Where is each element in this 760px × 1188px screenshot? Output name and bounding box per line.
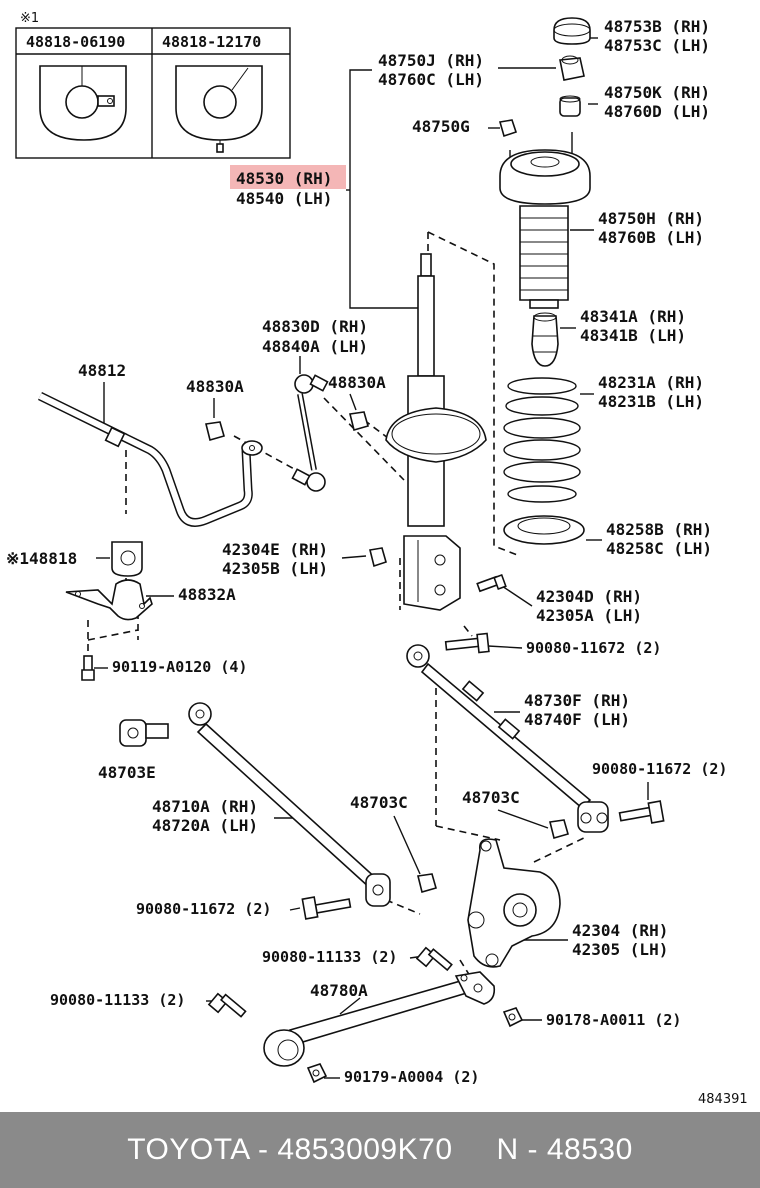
label-48830a-left: 48830A <box>186 377 244 396</box>
label-48703c-mid: 48703C <box>350 793 408 812</box>
trailing-arm-48780a-drawing <box>263 971 496 1067</box>
label-48760c: 48760C (LH) <box>378 70 484 89</box>
spring-insulator-48258-drawing <box>503 515 585 545</box>
highlight-48530 <box>230 165 346 189</box>
label-48703e: 48703E <box>98 763 156 782</box>
label-48703c-right: 48703C <box>462 788 520 807</box>
label-48753b: 48753B (RH) <box>604 17 710 36</box>
nut-48750j-drawing <box>559 55 585 81</box>
bolt-90119-a0120-drawing <box>81 655 95 681</box>
label-48231a: 48231A (RH) <box>598 373 704 392</box>
bolt-90080-11133-a-drawing <box>415 946 453 972</box>
label-48710a: 48710A (RH) <box>152 797 258 816</box>
bushing-48703e-drawing <box>119 719 169 747</box>
stabilizer-link-48830d-drawing <box>291 374 329 492</box>
inset-left-part-number: 48818-06190 <box>26 33 125 51</box>
nut-42304e-drawing <box>369 547 387 568</box>
coil-spring-48231-drawing <box>503 377 581 503</box>
nut-48830a-right-drawing <box>349 411 369 431</box>
bolt-90080-11672-top-drawing <box>444 632 490 654</box>
leader-lines <box>94 37 649 1079</box>
label-48730f: 48730F (RH) <box>524 691 630 710</box>
label-42304e: 42304E (RH) <box>222 540 328 559</box>
footer-bar: TOYOTA - 4853009K70 N - 48530 <box>0 1112 760 1188</box>
label-42305b: 42305B (LH) <box>222 559 328 578</box>
label-90080-11133-b: 90080-11133 (2) <box>50 991 185 1009</box>
label-48231b: 48231B (LH) <box>598 392 704 411</box>
rear-suspension-diagram: ※1 48818-06190 48818-12170 48753B (RH) 4… <box>6 11 748 1107</box>
strut-mount-drawing <box>499 132 591 205</box>
inset-note-mark: ※1 <box>20 11 39 26</box>
inset-box: ※1 48818-06190 48818-12170 <box>15 11 291 159</box>
knuckle-42304-drawing <box>467 838 561 968</box>
nut-48750g-drawing <box>498 119 518 138</box>
bolt-42304d-drawing <box>476 573 507 593</box>
label-48780a: 48780A <box>310 981 368 1000</box>
stabilizer-bushing-48818-drawing <box>111 541 143 577</box>
label-48840a: 48840A (LH) <box>262 337 368 356</box>
nut-48703c-mid-drawing <box>417 873 437 893</box>
upper-cap-48753-drawing <box>553 17 591 45</box>
lateral-arm-48730f-drawing <box>406 644 609 833</box>
label-90080-11133-a: 90080-11133 (2) <box>262 948 397 966</box>
lateral-arm-48710a-drawing <box>188 702 391 907</box>
label-48750g: 48750G <box>412 117 470 136</box>
label-48830a-right: 48830A <box>328 373 386 392</box>
label-90080-11672-left: 90080-11672 (2) <box>136 900 271 918</box>
label-90178-a0011: 90178-A0011 (2) <box>546 1011 681 1029</box>
shock-absorber-48530-drawing <box>385 253 487 611</box>
label-48341b: 48341B (LH) <box>580 326 686 345</box>
label-48760b: 48760B (LH) <box>598 228 704 247</box>
bushing-48818-06190-drawing <box>39 65 127 141</box>
label-48540-lh: 48540 (LH) <box>236 189 332 208</box>
label-42304: 42304 (RH) <box>572 921 668 940</box>
dust-boot-48750h-drawing <box>519 205 569 309</box>
label-90179-a0004: 90179-A0004 (2) <box>344 1068 479 1086</box>
label-48760d: 48760D (LH) <box>604 102 710 121</box>
bolt-90080-11133-b-drawing <box>207 992 247 1018</box>
label-48753c: 48753C (LH) <box>604 36 710 55</box>
label-48750h: 48750H (RH) <box>598 209 704 228</box>
nut-90178-a0011-drawing <box>502 1007 524 1028</box>
label-48750j: 48750J (RH) <box>378 51 484 70</box>
label-48812: 48812 <box>78 361 126 380</box>
label-42304d: 42304D (RH) <box>536 587 642 606</box>
footer-brand-part-number: TOYOTA - 4853009K70 <box>127 1133 453 1166</box>
figure-code: 484391 <box>698 1092 748 1107</box>
stabilizer-bar-48812-drawing <box>38 391 263 527</box>
label-48750k: 48750K (RH) <box>604 83 710 102</box>
label-90080-11672-top: 90080-11672 (2) <box>526 639 661 657</box>
label-48830d: 48830D (RH) <box>262 317 368 336</box>
footer-caption: TOYOTA - 4853009K70 N - 48530 <box>0 1112 760 1188</box>
label-42305a: 42305A (LH) <box>536 606 642 625</box>
bolt-90080-11672-left-drawing <box>301 896 352 920</box>
label-48818: ※148818 <box>6 549 77 568</box>
label-90080-11672-right: 90080-11672 (2) <box>592 760 727 778</box>
bushing-48818-12170-drawing <box>175 65 263 153</box>
label-48258b: 48258B (RH) <box>606 520 712 539</box>
label-90119-a0120: 90119-A0120 (4) <box>112 658 247 676</box>
bump-stopper-48341-drawing <box>531 312 559 367</box>
label-48832a: 48832A <box>178 585 236 604</box>
label-48740f: 48740F (LH) <box>524 710 630 729</box>
bolt-90080-11672-right-drawing <box>618 800 665 824</box>
nut-48703c-right-drawing <box>549 819 569 839</box>
label-48258c: 48258C (LH) <box>606 539 712 558</box>
part-labels: 48753B (RH) 48753C (LH) 48750J (RH) 4876… <box>6 17 748 1107</box>
cushion-48750k-drawing <box>559 95 581 117</box>
nut-90179-a0004-drawing <box>306 1063 328 1084</box>
nut-48830a-left-drawing <box>205 421 225 441</box>
inset-right-part-number: 48818-12170 <box>162 33 261 51</box>
bushing-bracket-48832a-drawing <box>65 579 153 621</box>
label-48530-rh: 48530 (RH) <box>236 169 332 188</box>
label-48341a: 48341A (RH) <box>580 307 686 326</box>
footer-reference: N - 48530 <box>496 1133 633 1166</box>
label-48720a: 48720A (LH) <box>152 816 258 835</box>
label-42305: 42305 (LH) <box>572 940 668 959</box>
